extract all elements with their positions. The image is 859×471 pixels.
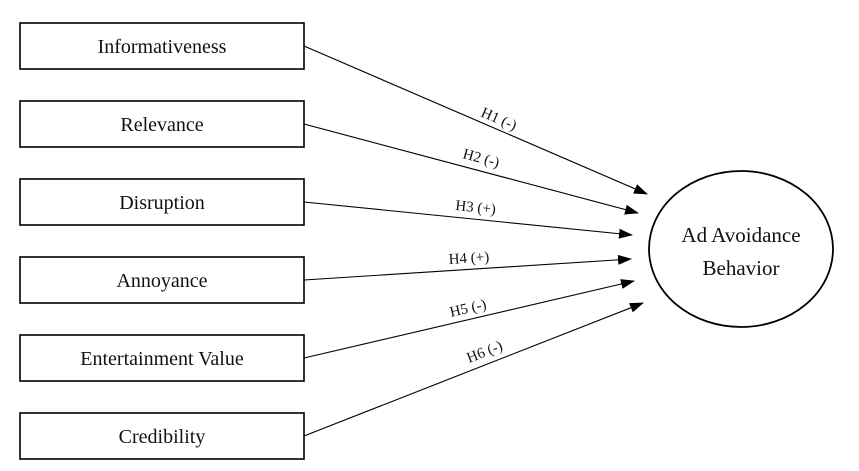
hypothesis-edges <box>303 45 648 437</box>
box-credibility <box>19 412 305 460</box>
edge-h4-line <box>303 254 632 281</box>
target-label-line1: Ad Avoidance <box>681 223 800 247</box>
hypothesis-labels: H1 (-) H2 (-) H3 (+) H4 (+) H5 (-) H6 (-… <box>448 105 519 367</box>
source-informativeness: Informativeness <box>19 22 305 70</box>
source-annoyance: Annoyance <box>19 256 305 304</box>
edge-h3-label: H3 (+) <box>455 198 497 218</box>
box-annoyance <box>19 256 305 304</box>
label-entertainment-value: Entertainment Value <box>80 348 244 370</box>
edge-h6-line <box>303 302 644 437</box>
label-informativeness: Informativeness <box>98 36 227 58</box>
edge-h5-line <box>303 279 635 359</box>
edge-h3-line <box>303 201 633 239</box>
label-annoyance: Annoyance <box>116 270 207 292</box>
edge-h1-line <box>303 45 648 195</box>
edge-h5-label: H5 (-) <box>448 297 488 321</box>
target-ad-avoidance-behavior: Ad Avoidance Behavior <box>648 170 834 328</box>
box-disruption <box>19 178 305 226</box>
label-relevance: Relevance <box>120 114 203 136</box>
target-label-line2: Behavior <box>703 256 780 280</box>
source-disruption: Disruption <box>19 178 305 226</box>
label-disruption: Disruption <box>119 192 205 214</box>
box-relevance <box>19 100 305 148</box>
source-relevance: Relevance <box>19 100 305 148</box>
target-ellipse <box>648 170 834 328</box>
edge-h2-line <box>303 123 639 215</box>
source-credibility: Credibility <box>19 412 305 460</box>
label-credibility: Credibility <box>119 426 206 448</box>
source-entertainment-value: Entertainment Value <box>19 334 305 382</box>
box-entertainment-value <box>19 334 305 382</box>
box-informativeness <box>19 22 305 70</box>
edge-h6-label: H6 (-) <box>465 338 505 366</box>
edge-h4-label: H4 (+) <box>448 249 489 268</box>
